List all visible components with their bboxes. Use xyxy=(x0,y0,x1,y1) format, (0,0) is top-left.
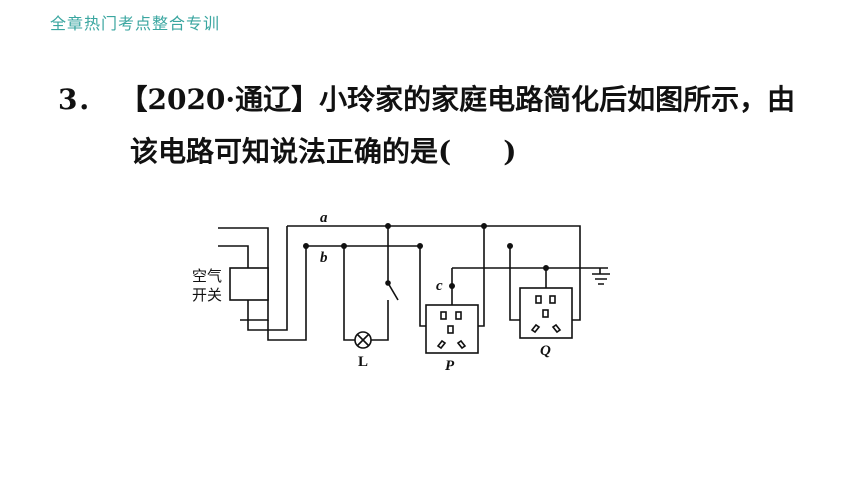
socket-p-slot-1 xyxy=(436,339,447,350)
breaker-label-2: 开关 xyxy=(192,287,222,304)
socket-q-slot-1 xyxy=(530,323,541,334)
socket-p-icon xyxy=(425,304,479,354)
breaker-out-bottom xyxy=(267,246,307,341)
junction-dot xyxy=(303,243,309,249)
lamp-cross xyxy=(356,333,370,347)
lamp-label: L xyxy=(358,354,368,370)
switch-blade xyxy=(387,282,399,301)
junction-dot xyxy=(341,243,347,249)
socket-q-left-wire xyxy=(509,246,522,321)
question-text-1: 小玲家的家庭电路简化后如图所示，由 xyxy=(319,83,796,116)
lamp-branch-left xyxy=(343,246,357,341)
socket-p-hole-2 xyxy=(455,311,462,320)
socket-p-slot-2 xyxy=(456,339,467,350)
junction-dot xyxy=(481,223,487,229)
point-c-label: c xyxy=(436,278,443,294)
socket-p-hole-1 xyxy=(440,311,447,320)
wire-a-label: a xyxy=(320,210,328,226)
wire-b-label: b xyxy=(320,250,328,266)
question-text-2: 该电路可知说法正确的是( xyxy=(130,135,452,168)
socket-p-hole-3 xyxy=(447,325,454,334)
wire-b xyxy=(218,245,249,268)
socket-q-label: Q xyxy=(540,343,551,359)
socket-q-hole-1 xyxy=(535,295,542,304)
junction-dot-c xyxy=(449,283,455,289)
switch-contact xyxy=(385,280,391,286)
question-source-tag: 【2020·通辽】 xyxy=(133,83,320,116)
question-line-2: 该电路可知说法正确的是() xyxy=(130,130,517,170)
junction-dot xyxy=(543,265,549,271)
socket-q-slot-2 xyxy=(551,323,562,334)
air-breaker-box xyxy=(229,267,269,301)
socket-q-hole-2 xyxy=(549,295,556,304)
page-header-title: 全章热门考点整合专训 xyxy=(50,14,221,33)
question-line-1: 3． 【2020·通辽】小玲家的家庭电路简化后如图所示，由 xyxy=(58,78,795,118)
socket-p-label: P xyxy=(445,358,455,374)
lamp-branch-right xyxy=(371,300,389,341)
question-text-2-close: ) xyxy=(503,135,517,168)
question-number: 3． xyxy=(58,83,106,116)
socket-q-hole-3 xyxy=(542,309,549,318)
socket-q-right-wire xyxy=(570,262,581,321)
ground-icon xyxy=(592,268,610,285)
junction-dot xyxy=(385,223,391,229)
socket-q-icon xyxy=(519,287,573,339)
junction-dots xyxy=(303,223,549,289)
junction-dot xyxy=(417,243,423,249)
breaker-label-1: 空气 xyxy=(192,268,222,285)
wire-a-main xyxy=(287,225,581,262)
junction-dot xyxy=(507,243,513,249)
